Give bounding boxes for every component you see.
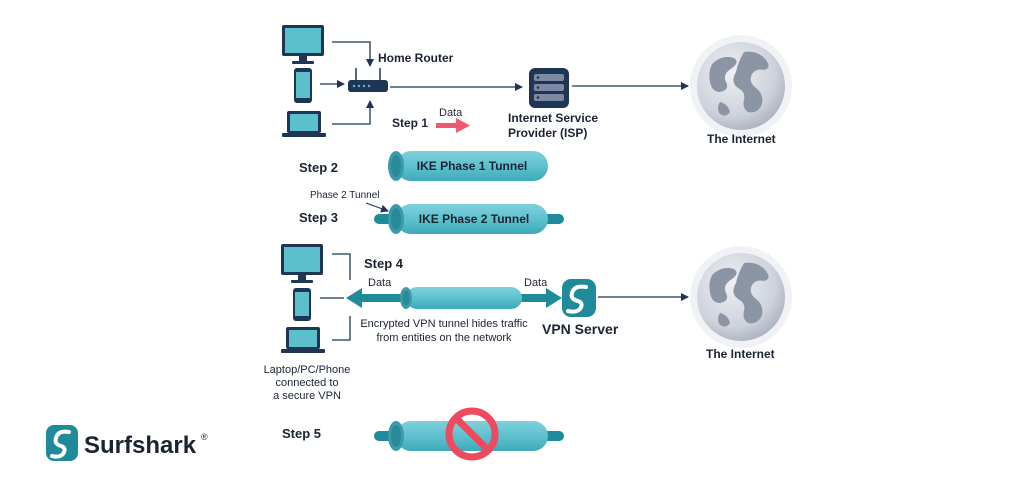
step-3-label: Step 3 [299, 210, 338, 225]
data-arrow-icon [436, 118, 470, 133]
laptop-icon [282, 111, 326, 137]
devices-label-line2: connected to [276, 377, 339, 389]
devices-label-line3: a secure VPN [273, 390, 341, 402]
monitor-icon [281, 244, 323, 283]
isp-label-line1: Internet Service [508, 111, 598, 125]
globe-icon [690, 246, 792, 348]
step-5-label: Step 5 [282, 426, 321, 441]
devices-label-line1: Laptop/PC/Phone [264, 364, 351, 376]
prohibited-icon [445, 407, 499, 461]
ike-phase2-tunnel [374, 204, 564, 234]
phone-icon [294, 68, 312, 103]
encrypted-caption-line2: from entities on the network [376, 332, 512, 344]
internet-label-bottom: The Internet [706, 347, 775, 361]
laptop-icon [281, 327, 325, 353]
step-4-label: Step 4 [364, 256, 404, 271]
surfshark-logo-icon [562, 279, 596, 317]
surfshark-logo-icon [46, 425, 78, 461]
terminated-tunnel [374, 421, 564, 451]
isp-label-line2: Provider (ISP) [508, 126, 587, 140]
device-bracket-lines [320, 253, 351, 341]
step-1-label: Step 1 [392, 116, 428, 130]
encrypted-caption-line1: Encrypted VPN tunnel hides traffic [360, 318, 528, 330]
step-2-label: Step 2 [299, 160, 338, 175]
ike-phase1-label: IKE Phase 1 Tunnel [417, 159, 527, 173]
ike-phase1-tunnel [388, 151, 548, 181]
data-label-left: Data [368, 277, 392, 289]
internet-label-top: The Internet [707, 132, 776, 146]
data-label-right: Data [524, 277, 548, 289]
vpn-server-label: VPN Server [542, 321, 619, 337]
home-router-label: Home Router [378, 51, 454, 65]
globe-icon [690, 35, 792, 137]
phase2-tunnel-label: Phase 2 Tunnel [310, 190, 380, 201]
data-label-step1: Data [439, 107, 463, 119]
encrypted-vpn-tunnel [346, 287, 562, 309]
server-icon [529, 68, 569, 108]
brand-registered: ® [201, 432, 208, 442]
phase2-pointer-line [365, 202, 389, 213]
router-icon [348, 68, 388, 92]
phone-icon [293, 288, 311, 321]
device-connector-lines [320, 41, 374, 125]
brand-name: Surfshark [84, 432, 197, 459]
monitor-icon [282, 25, 324, 64]
ike-phase2-label: IKE Phase 2 Tunnel [419, 212, 529, 226]
